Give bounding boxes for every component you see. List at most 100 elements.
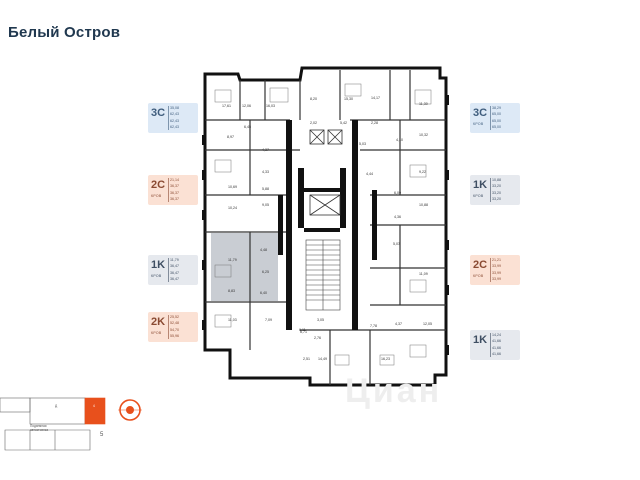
area-value: 62,43 <box>170 125 179 130</box>
room-area: 4,48 <box>260 248 267 252</box>
room-area: 6,40 <box>260 291 267 295</box>
area-value: 36,47 <box>170 277 179 282</box>
card-divider <box>490 333 491 357</box>
apartment-tag: КРОВ <box>473 194 484 198</box>
room-area: 4,10 <box>396 138 403 142</box>
area-value: 10,88 <box>492 178 501 182</box>
apartment-type: 2C <box>151 179 166 191</box>
site-plan-label: Д <box>55 404 58 408</box>
card-divider <box>490 258 491 282</box>
apartment-type: 1K <box>151 259 166 271</box>
room-area: 8,97 <box>227 135 234 139</box>
room-area: 7,09 <box>265 318 272 322</box>
site-plan-label: 4 <box>93 404 95 408</box>
watermark: Циан <box>345 372 443 410</box>
room-area: 9,05 <box>262 203 269 207</box>
room-area: 15,30 <box>344 97 353 101</box>
area-value: 36,37 <box>170 184 179 189</box>
stairwell <box>305 239 341 311</box>
room-area: 6,25 <box>262 270 269 274</box>
room-area: 4,37 <box>262 148 269 152</box>
area-value: 33,99 <box>492 270 501 275</box>
room-area: 10,88 <box>419 203 428 207</box>
furniture <box>214 83 432 366</box>
room-area: 4,44 <box>366 172 373 176</box>
room-area: 8,83 <box>228 289 235 293</box>
card-divider <box>490 178 491 202</box>
area-value: 65,00 <box>492 118 501 123</box>
apartment-tag: КРОВ <box>151 331 162 335</box>
site-plan-label: Подземная автостоянка <box>30 424 49 432</box>
card-divider <box>168 178 169 202</box>
apartment-type: 2C <box>473 259 488 271</box>
area-value: 36,37 <box>170 197 179 202</box>
apartment-tag: КРОВ <box>151 274 162 278</box>
area-value: 52,48 <box>170 321 179 326</box>
area-value: 35,08 <box>170 106 179 110</box>
room-area: 6,71 <box>300 330 307 334</box>
area-value: 25,52 <box>170 315 179 319</box>
card-divider <box>168 258 169 282</box>
room-area: 6,09 <box>394 191 401 195</box>
room-area: 16,23 <box>381 357 390 361</box>
apartment-tag: КРОВ <box>473 274 484 278</box>
apartment-type: 3C <box>473 107 488 119</box>
area-value: 36,47 <box>170 270 179 275</box>
area-value: 33,99 <box>492 264 501 269</box>
page-title: Белый Остров <box>8 24 121 41</box>
room-area: 16,03 <box>266 104 275 108</box>
card-divider <box>490 106 491 130</box>
room-area: 11,79 <box>228 258 237 262</box>
outer-walls <box>203 66 448 387</box>
apartment-type: 2K <box>151 316 166 328</box>
room-area: 9,22 <box>419 170 426 174</box>
apartment-type: 1K <box>473 334 488 346</box>
apartment-tag: КРОВ <box>151 194 162 198</box>
area-value: 21,14 <box>170 178 179 182</box>
room-area: 4,36 <box>394 215 401 219</box>
room-area: 11,09 <box>419 272 428 276</box>
area-value: 33,20 <box>492 184 501 189</box>
window-ticks <box>202 95 449 355</box>
site-plan-label: 5 <box>100 432 104 438</box>
area-value: 38,29 <box>492 106 501 110</box>
room-area: 7,78 <box>370 324 377 328</box>
area-value: 33,20 <box>492 197 501 202</box>
area-value: 65,00 <box>492 125 501 130</box>
room-area: 5,03 <box>393 242 400 246</box>
area-value: 11,79 <box>170 258 179 262</box>
room-area: 8,20 <box>310 97 317 101</box>
room-area: 2,76 <box>314 336 321 340</box>
area-value: 36,47 <box>170 264 179 269</box>
room-area: 14,17 <box>371 96 380 100</box>
room-area: 10,24 <box>228 206 237 210</box>
area-value: 36,37 <box>170 190 179 195</box>
room-area: 3,05 <box>317 318 324 322</box>
room-area: 14,49 <box>318 357 327 361</box>
room-area: 2,28 <box>371 121 378 125</box>
area-value: 33,99 <box>492 277 501 282</box>
card-divider <box>168 106 169 130</box>
area-value: 54,70 <box>170 327 179 332</box>
area-value: 62,43 <box>170 118 179 123</box>
room-area: 2,51 <box>303 357 310 361</box>
room-area: 17,61 <box>222 104 231 108</box>
room-area: 2,02 <box>310 121 317 125</box>
elevators <box>309 129 343 216</box>
core-walls <box>278 120 377 330</box>
